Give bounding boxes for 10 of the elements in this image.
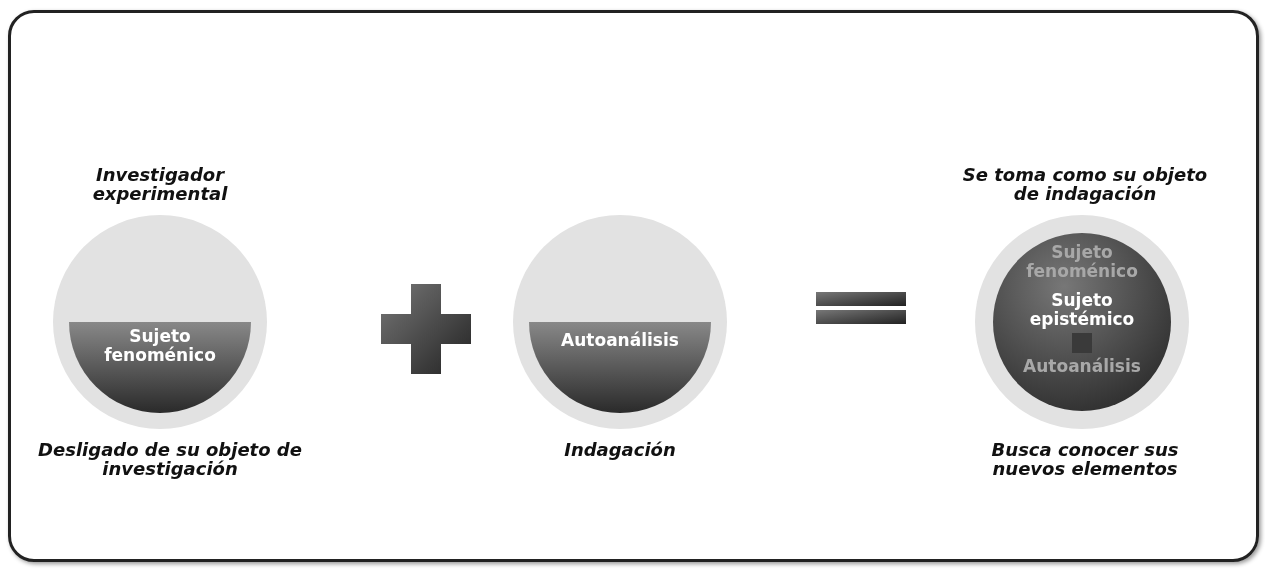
node-label: Autoanálisis	[1023, 357, 1141, 376]
node-label: Sujeto fenoménico	[103, 327, 217, 365]
node-label: Autoanálisis	[561, 331, 679, 350]
caption-text: Se toma como su objeto de indagación	[961, 165, 1209, 203]
caption-text: Desligado de su objeto de investigación	[37, 440, 303, 478]
node-label: Sujeto epistémico	[1028, 291, 1136, 329]
node-label: Sujeto fenoménico	[1025, 243, 1139, 281]
caption-text: Investigador experimental	[91, 165, 229, 203]
caption-text: Indagación	[564, 440, 676, 459]
caption-text: Busca conocer sus nuevos elementos	[990, 440, 1180, 478]
